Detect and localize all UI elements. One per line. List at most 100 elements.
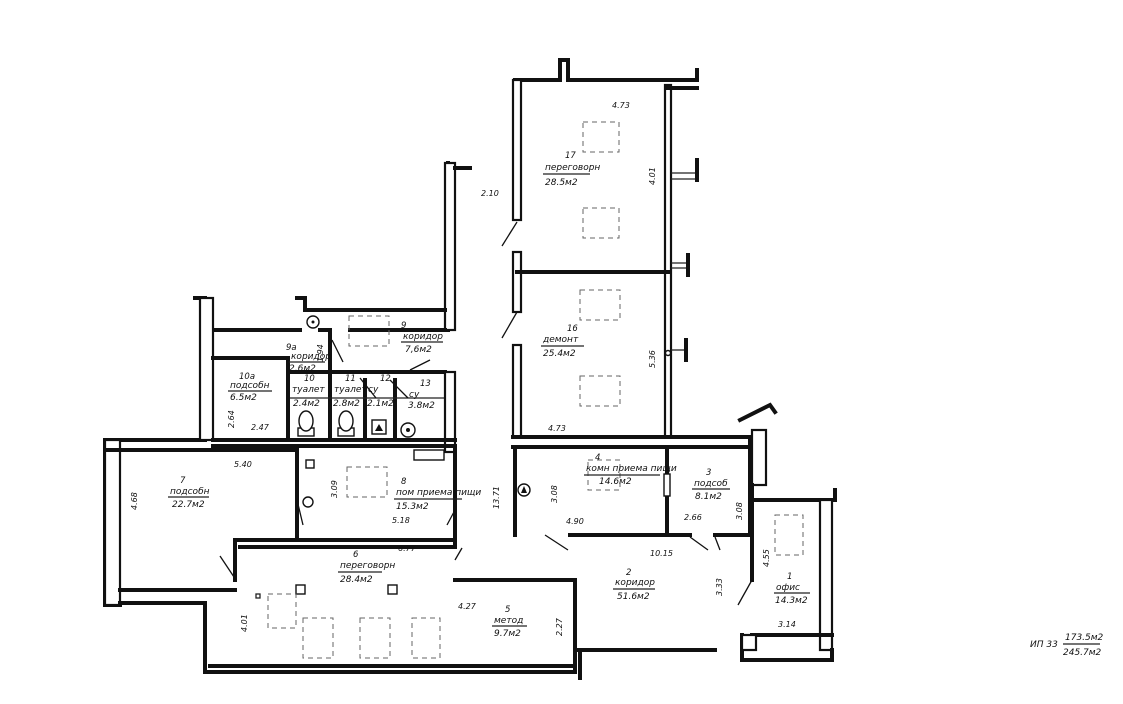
- wall-wc-right: [443, 370, 457, 454]
- room-name: переговорн: [340, 561, 395, 571]
- dimension-label: 6.77: [398, 544, 417, 553]
- room-number: 5: [505, 605, 510, 615]
- light-panel: [579, 375, 621, 407]
- dimension-label: 5.40: [234, 460, 252, 469]
- dimension-label: 2.27: [555, 617, 564, 636]
- light-panel: [348, 315, 390, 347]
- grid-r6: [255, 593, 261, 599]
- column-r8: [305, 459, 315, 469]
- wall-tower-left-low: [511, 343, 523, 439]
- dimension-label: 4.55: [762, 549, 771, 567]
- door-r9: [331, 339, 344, 363]
- column-r7: [302, 496, 314, 508]
- room-number: 7: [180, 476, 186, 486]
- room-name: коридор: [615, 578, 655, 588]
- room-name: пом приема пищи: [396, 488, 481, 498]
- drain-icon: [371, 419, 387, 435]
- room-number: 11: [345, 374, 356, 384]
- dimension-label: 3.08: [735, 502, 744, 520]
- room-area: 14.6м2: [599, 477, 632, 487]
- room-name: подсобн: [170, 487, 210, 497]
- dimension-label: 10.15: [650, 549, 673, 558]
- room-name: су: [409, 390, 420, 400]
- fixtures: [255, 315, 531, 599]
- room-area: 2.8м2: [333, 399, 360, 409]
- wall-right-top: [737, 402, 778, 423]
- light-panel: [302, 617, 334, 659]
- dimension-label: 2.64: [227, 410, 236, 428]
- summary-label: ИП 33: [1030, 640, 1058, 650]
- light-panel: [411, 617, 441, 659]
- column-r4-mark: [521, 486, 527, 493]
- dimension-label: 3.14: [778, 620, 796, 629]
- wall-tower-right: [663, 83, 673, 439]
- room-number: 17: [565, 151, 576, 161]
- door-r16: [501, 311, 518, 339]
- room-area: 28.5м2: [545, 178, 578, 188]
- door-r1: [737, 579, 753, 606]
- toilet-icon: [297, 410, 315, 437]
- light-panel: [267, 593, 297, 629]
- walls: [103, 58, 837, 680]
- dimension-label: 4.73: [548, 424, 566, 433]
- door-r8: [446, 509, 456, 526]
- room-number: 2: [626, 568, 631, 578]
- wall-tower-left-upper: [511, 78, 523, 222]
- room-name: су: [368, 385, 379, 395]
- room-area: 9.7м2: [494, 629, 521, 639]
- room-number: 13: [420, 379, 431, 389]
- light-panel: [582, 121, 620, 153]
- dimension-label: 2.66: [684, 513, 702, 522]
- toilet-icon: [337, 410, 355, 437]
- room-number: 3: [706, 468, 711, 478]
- wall-left-upper-thick: [198, 296, 215, 442]
- summary-area-top: 173.5м2: [1065, 633, 1104, 643]
- room-area: 3.8м2: [408, 401, 435, 411]
- wall-tower-left-mid: [511, 250, 523, 314]
- room-name: подсоб: [694, 479, 728, 489]
- light-panel: [582, 207, 620, 239]
- dimension-label: 4.27: [458, 602, 477, 611]
- door-wc-b: [389, 379, 409, 399]
- room-number: 10а: [239, 372, 255, 382]
- room-area: 15.3м2: [396, 502, 429, 512]
- wall-r1-right: [818, 498, 834, 652]
- door-r13: [409, 359, 431, 371]
- dimension-label: 4.90: [566, 517, 584, 526]
- dimension-label: 5.36: [648, 350, 657, 368]
- room-area: 2,6м2: [289, 364, 316, 374]
- room-number: 10: [304, 374, 315, 384]
- door-r4-r3: [663, 473, 671, 497]
- room-area: 51.6м2: [617, 592, 650, 602]
- dimension-label: 3.33: [715, 578, 724, 596]
- summary-area-bottom: 245.7м2: [1063, 648, 1102, 658]
- room-area: 2.4м2: [293, 399, 320, 409]
- room-number: 8: [401, 477, 407, 487]
- room-name: подсобн: [230, 381, 270, 391]
- room-name: переговорн: [545, 163, 600, 173]
- light-panel: [774, 514, 804, 556]
- room-area: 22.7м2: [172, 500, 205, 510]
- door-r6-l: [219, 555, 237, 581]
- room-name: туалет: [334, 385, 367, 395]
- wall-r9-upper: [295, 296, 447, 312]
- room-number: 12: [380, 374, 391, 384]
- dimension-label: 4.01: [648, 167, 657, 185]
- room-area: 8.1м2: [695, 492, 722, 502]
- dimension-labels: 4.73 4.01 2.10 4.73 5.36 1.94 2.64 2.47 …: [130, 101, 796, 636]
- door-r17: [501, 221, 518, 247]
- room-area: 7,6м2: [405, 345, 432, 355]
- dimension-label: 4.73: [612, 101, 630, 110]
- column-r6-b: [387, 584, 398, 595]
- light-panel: [346, 466, 388, 498]
- dimension-label: 4.68: [130, 492, 139, 510]
- wall-r7-left: [103, 438, 122, 607]
- room-name: офис: [776, 583, 800, 593]
- dimension-label: 3.08: [550, 485, 559, 503]
- wall-r1-pillar: [750, 428, 768, 487]
- light-panel: [359, 617, 391, 659]
- wall-tower-top: [513, 58, 699, 182]
- room-name: метод: [494, 616, 523, 626]
- wall-r9-right: [443, 161, 457, 332]
- room-area: 25.4м2: [543, 349, 576, 359]
